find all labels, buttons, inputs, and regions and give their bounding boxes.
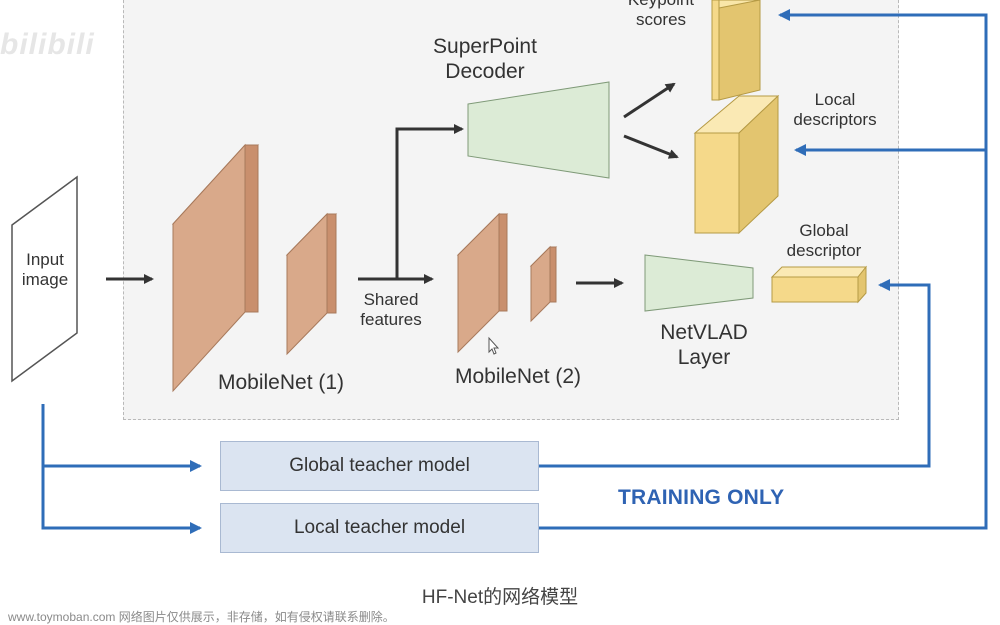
mobilenet1-label: MobileNet (1) xyxy=(218,371,345,394)
superpoint-decoder-label: SuperPoint Decoder xyxy=(433,35,537,84)
mobilenet1-block-small xyxy=(285,212,338,356)
bilibili-watermark-logo: bilibili xyxy=(0,28,95,61)
netvlad-layer-label: NetVLAD Layer xyxy=(660,321,748,370)
mobilenet2-block-large xyxy=(456,212,509,354)
local-descriptors-label: Local descriptors xyxy=(793,90,877,130)
global-descriptor-label: Global descriptor xyxy=(786,221,862,261)
arrow-shared-to-superpoint xyxy=(358,124,464,281)
input-image-label: Input image xyxy=(21,250,69,290)
mobilenet2-block-small xyxy=(529,245,558,323)
arrow-global-teacher-to-descriptor xyxy=(539,279,931,468)
keypoint-scores-block xyxy=(711,0,761,101)
training-only-label: TRAINING ONLY xyxy=(618,486,785,509)
keypoint-scores-label: Keypoint scores xyxy=(628,0,694,30)
global-teacher-model-label: Global teacher model xyxy=(289,455,470,476)
global-teacher-model-box: Global teacher model xyxy=(220,441,539,491)
watermark-text: www.toymoban.com 网络图片仅供展示，非存储，如有侵权请联系删除。 xyxy=(8,610,395,624)
local-descriptors-block xyxy=(693,94,780,235)
mouse-cursor-icon xyxy=(488,336,500,355)
netvlad-layer-shape xyxy=(644,254,754,312)
local-teacher-model-label: Local teacher model xyxy=(293,517,466,538)
arrow-decoder-to-local xyxy=(623,134,679,159)
shared-features-label: Shared features xyxy=(360,290,422,330)
figure-caption: HF-Net的网络模型 xyxy=(421,587,579,608)
input-image-shape xyxy=(11,175,78,383)
mobilenet1-block-large xyxy=(171,143,260,393)
global-descriptor-block xyxy=(770,265,868,304)
arrow-decoder-to-keypoints xyxy=(623,82,676,119)
local-teacher-model-box: Local teacher model xyxy=(220,503,539,553)
arrow-local-teacher-to-keypoints xyxy=(539,9,988,530)
mobilenet2-label: MobileNet (2) xyxy=(455,365,582,388)
superpoint-decoder-shape xyxy=(467,81,610,179)
arrow-input-to-global-teacher xyxy=(41,404,202,472)
arrow-input-to-local-teacher xyxy=(41,466,202,534)
